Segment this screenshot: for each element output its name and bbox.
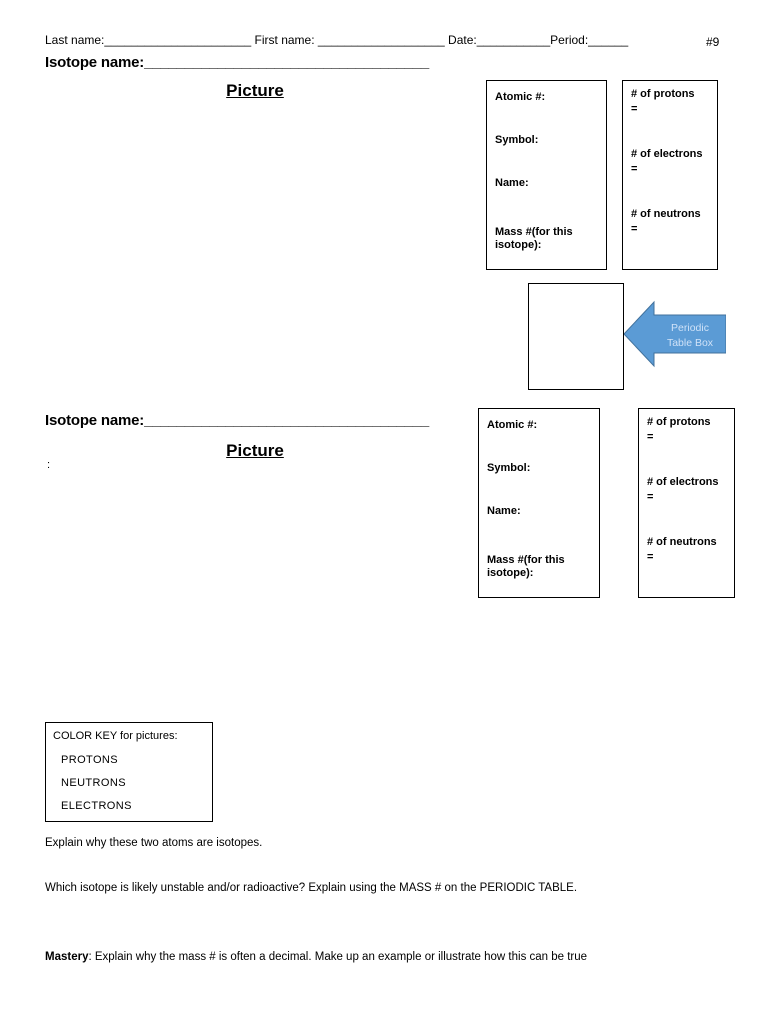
picture1-title: Picture — [226, 81, 284, 100]
period-label: Period: — [550, 33, 589, 47]
isotope2-info-box: Atomic #: Symbol: Name: Mass #(for this … — [478, 408, 600, 598]
isotope2-electrons-row: # of electrons = — [647, 475, 730, 505]
isotope1-electrons-row: # of electrons = — [631, 147, 713, 177]
isotope1-atomic-label: Atomic #: — [495, 91, 546, 103]
arrow-shape — [624, 300, 726, 368]
isotope1-info-box: Atomic #: Symbol: Name: Mass #(for this … — [486, 80, 607, 270]
isotope2-protons-equals: = — [647, 431, 654, 443]
color-key-item-electrons: ELECTRONS — [61, 800, 132, 812]
isotope1-symbol-label: Symbol: — [495, 134, 539, 146]
arrow-label-line1: Periodic — [671, 322, 709, 334]
last-name-blank: ______________________ — [104, 33, 252, 47]
isotope1-neutrons-row: # of neutrons = — [631, 207, 713, 237]
color-key-item-protons: PROTONS — [61, 754, 118, 766]
last-name-label: Last name: — [45, 33, 105, 47]
question-unstable: Which isotope is likely unstable and/or … — [45, 882, 578, 894]
isotope1-mass-label: Mass #(for this isotope): — [495, 226, 573, 251]
isotope1-electrons-label: # of electrons — [631, 148, 703, 160]
mastery-label: Mastery — [45, 951, 89, 963]
isotope1-name-field-label: Name: — [495, 177, 529, 189]
isotope2-counts-box: # of protons = # of electrons = # of neu… — [638, 408, 735, 598]
question-mastery: Mastery: Explain why the mass # is often… — [45, 950, 725, 965]
isotope2-atomic-label: Atomic #: — [487, 419, 538, 431]
isotope2-neutrons-label: # of neutrons — [647, 536, 717, 548]
periodic-table-box — [528, 283, 624, 390]
page-number: #9 — [706, 35, 720, 49]
arrow-label-line2: Table Box — [667, 337, 714, 349]
isotope2-symbol-label: Symbol: — [487, 462, 531, 474]
isotope2-neutrons-row: # of neutrons = — [647, 535, 730, 565]
isotope2-neutrons-equals: = — [647, 551, 654, 563]
isotope1-neutrons-label: # of neutrons — [631, 208, 701, 220]
isotope1-name-label: Isotope name — [45, 54, 140, 71]
periodic-table-arrow-icon: Periodic Table Box — [624, 300, 726, 368]
question-isotopes: Explain why these two atoms are isotopes… — [45, 837, 263, 849]
isotope1-electrons-equals: = — [631, 163, 638, 175]
isotope1-name-colon: : — [139, 54, 145, 71]
isotope1-protons-label: # of protons — [631, 88, 695, 100]
isotope1-name-blank: ___________________________________ — [144, 54, 430, 71]
isotope1-heading: Isotope name:___________________________… — [45, 54, 429, 71]
isotope2-electrons-equals: = — [647, 491, 654, 503]
first-name-label: First name: — [251, 33, 318, 47]
isotope2-name-label: Isotope name — [45, 412, 140, 429]
first-name-blank: ___________________ — [317, 33, 445, 47]
date-label: Date: — [444, 33, 477, 47]
isotope2-name-blank: ___________________________________ — [144, 412, 430, 429]
isotope2-electrons-label: # of electrons — [647, 476, 719, 488]
picture2-title: Picture — [226, 441, 284, 460]
isotope1-neutrons-equals: = — [631, 223, 638, 235]
isotope2-protons-row: # of protons = — [647, 415, 730, 445]
isotope2-mass-label: Mass #(for this isotope): — [487, 554, 565, 579]
color-key-title: COLOR KEY for pictures: — [53, 730, 178, 742]
isotope2-name-field-label: Name: — [487, 505, 521, 517]
isotope1-protons-row: # of protons = — [631, 87, 713, 117]
date-blank: ___________ — [476, 33, 551, 47]
color-key-item-neutrons: NEUTRONS — [61, 777, 126, 789]
isotope1-protons-equals: = — [631, 103, 638, 115]
header-line: Last name:______________________ First n… — [45, 33, 628, 47]
period-blank: ______ — [588, 33, 629, 47]
mastery-text: : Explain why the mass # is often a deci… — [88, 951, 588, 963]
stray-colon: : — [47, 459, 51, 471]
isotope2-protons-label: # of protons — [647, 416, 711, 428]
isotope2-name-colon: : — [139, 412, 145, 429]
isotope2-heading: Isotope name:___________________________… — [45, 412, 429, 429]
isotope1-counts-box: # of protons = # of electrons = # of neu… — [622, 80, 718, 270]
color-key-box: COLOR KEY for pictures: PROTONS NEUTRONS… — [45, 722, 213, 822]
